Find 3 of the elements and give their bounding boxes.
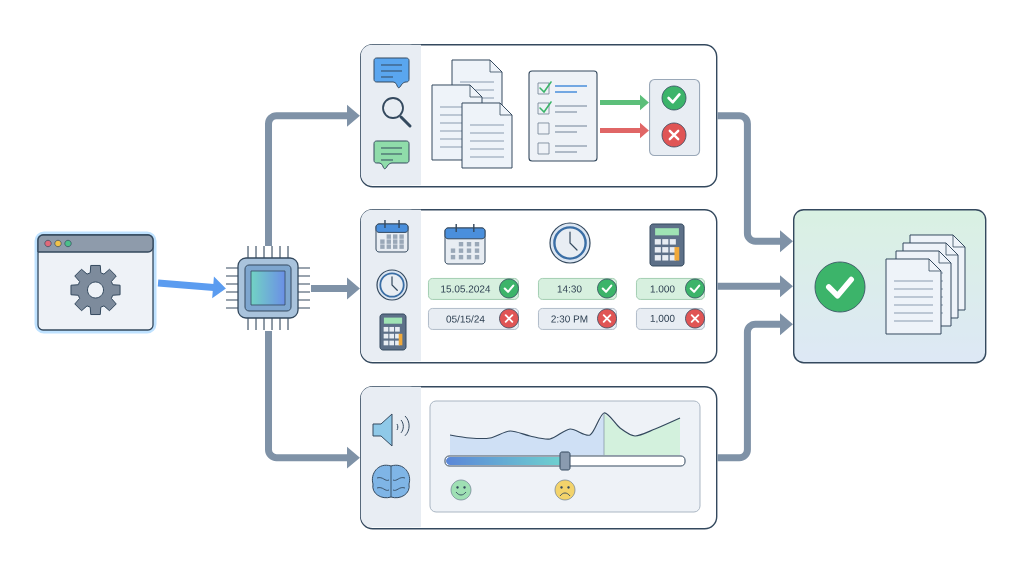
- checklist-drawing: [528, 70, 598, 162]
- window-drawing: [34, 231, 157, 334]
- chip-drawing: [225, 245, 311, 331]
